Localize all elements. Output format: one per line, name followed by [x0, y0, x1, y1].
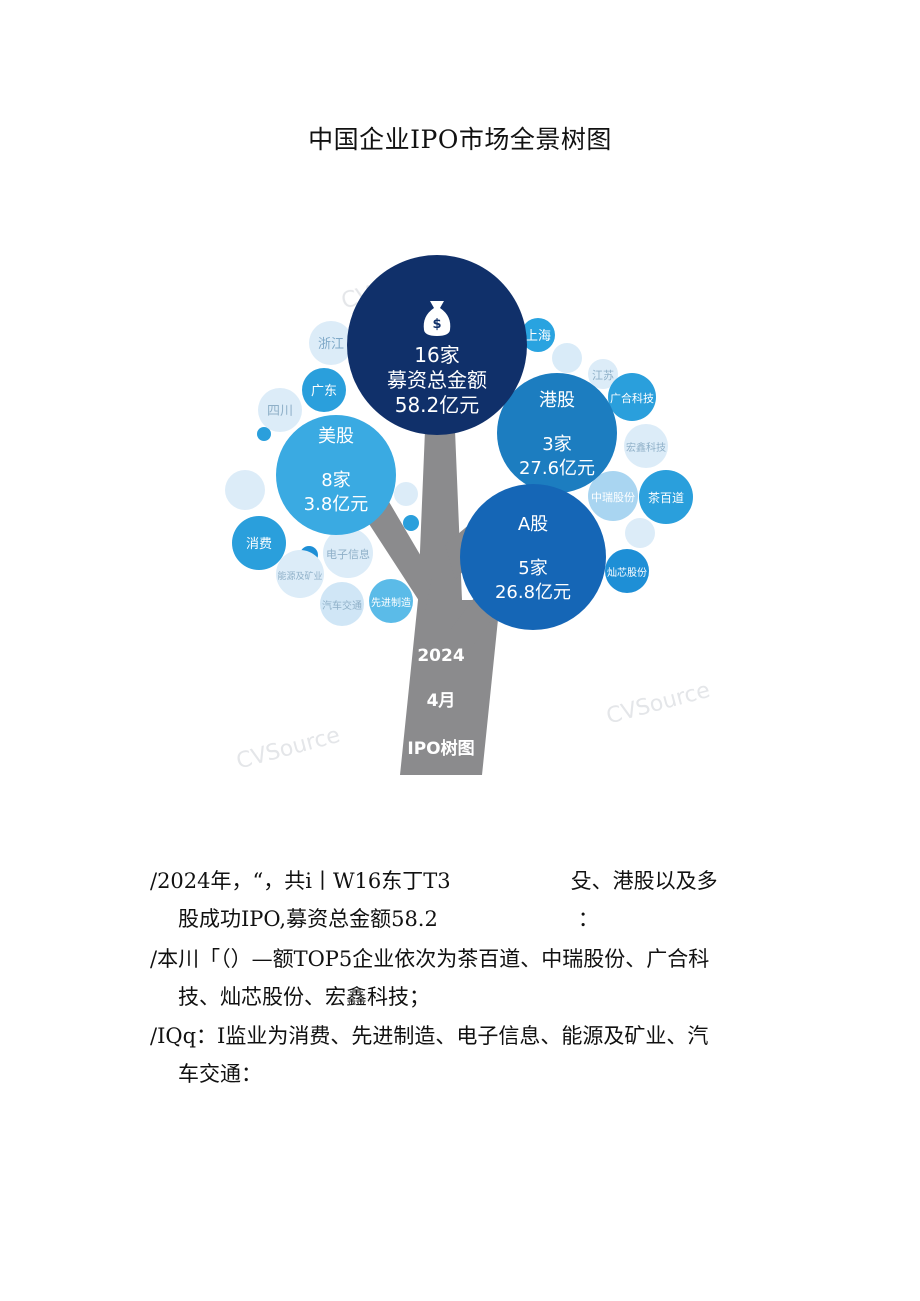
svg-text:$: $: [432, 317, 441, 332]
watermark: CVSource: [234, 723, 343, 775]
text-line: 车交通：: [178, 1062, 262, 1086]
svg-text:茶百道: 茶百道: [648, 490, 684, 505]
bubble-manufacturing: 先进制造: [369, 579, 413, 623]
bubble-canxin: 灿芯股份: [605, 549, 649, 593]
svg-text:募资总金额: 募资总金额: [387, 368, 487, 392]
svg-text:能源及矿业: 能源及矿业: [277, 570, 322, 582]
svg-text:5家: 5家: [518, 558, 547, 579]
svg-text:美股: 美股: [318, 426, 354, 447]
bubble-hongxin: 宏鑫科技: [624, 424, 668, 468]
bubble-a-shares: A股 5家 26.8亿元: [460, 484, 606, 630]
bubble-auto: 汽车交通: [320, 582, 364, 626]
bubble-guangdong: 广东: [302, 368, 346, 412]
bubble-chabaidao: 茶百道: [639, 470, 693, 524]
svg-text:A股: A股: [518, 514, 548, 535]
text-line: ：: [577, 907, 599, 931]
bubble-jiangsu: 江苏: [588, 359, 618, 389]
bubble-electronics: 电子信息: [323, 528, 373, 578]
svg-text:广东: 广东: [311, 384, 337, 399]
money-bag-icon: $: [423, 301, 451, 336]
paragraph-summary: /2024年，“，共i丨W16东丁T3 殳、港股以及多 股成功IPO,募资总金额5…: [150, 862, 770, 938]
bubble-consumer: 消费: [232, 516, 286, 570]
svg-text:广合科技: 广合科技: [610, 391, 654, 405]
bubble-total: $ 16家 募资总金额 58.2亿元: [347, 255, 527, 435]
svg-text:汽车交通: 汽车交通: [322, 599, 362, 612]
text-line: /IQq：I监业为消费、先进制造、电子信息、能源及矿业、汽: [150, 1024, 709, 1048]
svg-text:3.8亿元: 3.8亿元: [304, 494, 369, 515]
svg-text:58.2亿元: 58.2亿元: [395, 393, 480, 417]
ipo-tree-infographic: CVSource CVSource CVSource 上海 浙江 广东 四川 江…: [225, 255, 713, 775]
watermark: CVSource: [604, 678, 713, 730]
svg-text:IPO树图: IPO树图: [407, 739, 474, 759]
svg-text:江苏: 江苏: [592, 369, 614, 382]
svg-text:灿芯股份: 灿芯股份: [607, 566, 647, 579]
trunk-labels: 2024 4月 IPO树图: [407, 646, 474, 759]
bubble-us-stocks: 美股 8家 3.8亿元: [276, 415, 396, 535]
svg-text:四川: 四川: [267, 404, 293, 419]
svg-text:上海: 上海: [525, 329, 551, 344]
svg-text:消费: 消费: [246, 537, 272, 552]
text-line: /2024年，“，共i丨W16东丁T3: [150, 869, 451, 893]
bubble-energy-mining: 能源及矿业: [276, 550, 324, 598]
text-line: 股成功IPO,募资总金额58.2: [178, 907, 438, 931]
svg-text:27.6亿元: 27.6亿元: [519, 458, 595, 479]
svg-text:26.8亿元: 26.8亿元: [495, 582, 571, 603]
svg-text:浙江: 浙江: [318, 337, 344, 352]
small-bubbles: [225, 343, 655, 564]
svg-text:16家: 16家: [414, 343, 459, 367]
bubble-zhongrui: 中瑞股份: [588, 471, 638, 521]
text-line: /本川「（）—额TOP5企业依次为茶百道、中瑞股份、广合科: [150, 947, 710, 971]
svg-text:4月: 4月: [427, 691, 456, 711]
paragraph-top5: /本川「（）—额TOP5企业依次为茶百道、中瑞股份、广合科 技、灿芯股份、宏鑫科…: [150, 940, 770, 1016]
svg-text:中瑞股份: 中瑞股份: [591, 490, 635, 504]
svg-text:8家: 8家: [321, 470, 350, 491]
svg-text:2024: 2024: [417, 646, 464, 666]
svg-text:宏鑫科技: 宏鑫科技: [626, 441, 666, 454]
bubble-guanghe: 广合科技: [608, 373, 656, 421]
text-line: 技、灿芯股份、宏鑫科技；: [178, 985, 430, 1009]
svg-text:先进制造: 先进制造: [371, 596, 411, 609]
svg-text:3家: 3家: [542, 434, 571, 455]
bubble-sichuan: 四川: [258, 388, 302, 432]
svg-text:电子信息: 电子信息: [326, 547, 370, 561]
text-line: 殳、港股以及多: [570, 869, 718, 893]
bubble-shanghai: 上海: [521, 318, 555, 352]
svg-text:港股: 港股: [539, 390, 575, 411]
page-title: 中国企业IPO市场全景树图: [308, 125, 612, 154]
paragraph-industries: /IQq：I监业为消费、先进制造、电子信息、能源及矿业、汽 车交通：: [150, 1017, 770, 1093]
bubble-zhejiang: 浙江: [309, 321, 353, 365]
bubble-hk-stocks: 港股 3家 27.6亿元: [497, 373, 617, 493]
